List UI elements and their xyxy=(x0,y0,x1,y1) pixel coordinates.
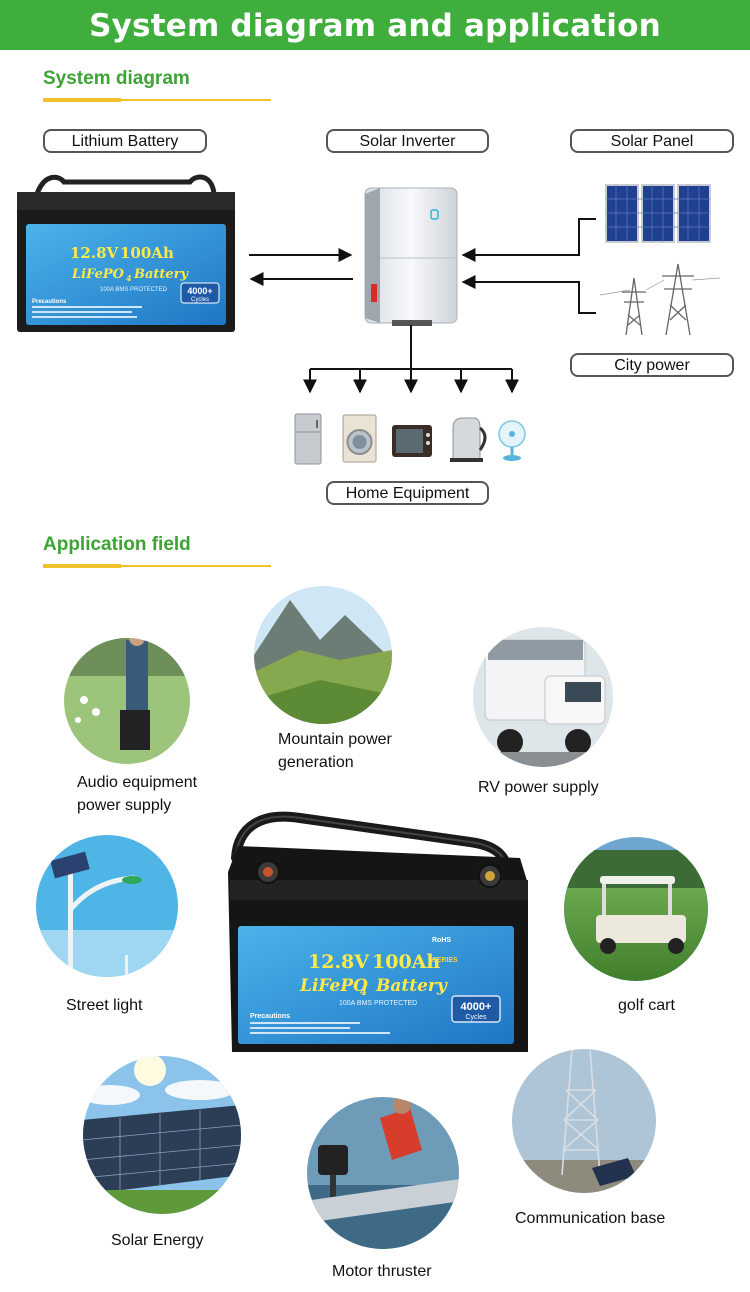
system-diagram-title: System diagram xyxy=(43,68,190,89)
application-field-title: Application field xyxy=(43,534,191,555)
page-title: System diagram and application xyxy=(89,8,661,44)
svg-text:4000+: 4000+ xyxy=(461,1001,492,1013)
battery-chemistry-text: LiFePO xyxy=(71,267,125,282)
golf-cart-label: golf cart xyxy=(618,997,675,1014)
motor-thruster-photo xyxy=(307,1097,459,1249)
solar-energy-label: Solar Energy xyxy=(111,1232,204,1249)
rv-power-label: RV power supply xyxy=(478,779,599,796)
street-light-label: Street light xyxy=(66,997,143,1014)
street-light-photo xyxy=(36,835,178,977)
city-power-label: City power xyxy=(570,353,734,377)
main-battery-image: 12.8V 100Ah SERIES LiFePO 4 Battery 100A… xyxy=(228,811,528,1052)
audio-equipment-label: Audio equipment power supply xyxy=(77,774,198,814)
svg-text:4: 4 xyxy=(126,273,132,283)
mountain-power-label: Mountain power generation xyxy=(278,731,392,771)
home-equipment-label: Home Equipment xyxy=(326,481,489,505)
svg-text:RoHS: RoHS xyxy=(432,937,451,944)
lithium-battery-label: Lithium Battery xyxy=(43,129,207,153)
svg-text:SERIES: SERIES xyxy=(432,957,458,964)
mountain-photo xyxy=(254,586,392,724)
title-underline xyxy=(43,564,121,568)
header-banner xyxy=(0,0,750,50)
battery-capacity-text: 100Ah xyxy=(120,244,174,262)
lithium-battery-image: 12.8V 100Ah LiFePO 4 Battery 100A BMS PR… xyxy=(17,174,235,332)
main-battery-capacity-text: 100Ah xyxy=(372,951,440,973)
washing-machine-icon xyxy=(342,414,377,463)
communication-base-photo xyxy=(512,1049,656,1193)
svg-text:100A BMS PROTECTED: 100A BMS PROTECTED xyxy=(100,287,168,293)
svg-text:Precautions: Precautions xyxy=(32,299,67,305)
title-underline-thin xyxy=(121,99,271,101)
electric-fan-icon xyxy=(498,420,526,461)
svg-text:Battery: Battery xyxy=(375,976,448,996)
solar-inverter-label: Solar Inverter xyxy=(326,129,489,153)
television-icon xyxy=(392,425,432,457)
title-underline-thin xyxy=(121,565,271,567)
communication-base-label: Communication base xyxy=(515,1210,666,1227)
kettle-icon xyxy=(450,417,487,462)
main-battery-voltage-text: 12.8V xyxy=(308,951,370,973)
title-underline xyxy=(43,98,121,102)
main-battery-chemistry-text: LiFePO xyxy=(299,976,368,996)
svg-text:100A BMS PROTECTED: 100A BMS PROTECTED xyxy=(339,1000,417,1007)
svg-text:Battery: Battery xyxy=(133,267,190,282)
svg-text:Precautions: Precautions xyxy=(250,1013,290,1020)
solar-panel-image xyxy=(605,184,711,243)
svg-text:Cycles: Cycles xyxy=(465,1014,487,1021)
solar-farm-photo xyxy=(83,1056,241,1214)
svg-text:4000+: 4000+ xyxy=(187,286,212,296)
svg-text:Cycles: Cycles xyxy=(191,297,209,303)
rv-photo xyxy=(473,627,613,767)
solar-inverter-image xyxy=(364,187,458,326)
audio-equipment-photo xyxy=(64,638,190,764)
power-pylon-image xyxy=(599,263,721,336)
motor-thruster-label: Motor thruster xyxy=(332,1263,432,1280)
golf-cart-photo xyxy=(564,837,708,981)
svg-text:4: 4 xyxy=(360,987,367,998)
battery-voltage-text: 12.8V xyxy=(70,244,119,262)
solar-panel-label: Solar Panel xyxy=(570,129,734,153)
refrigerator-icon xyxy=(294,413,322,465)
flow-arrows xyxy=(249,218,596,394)
